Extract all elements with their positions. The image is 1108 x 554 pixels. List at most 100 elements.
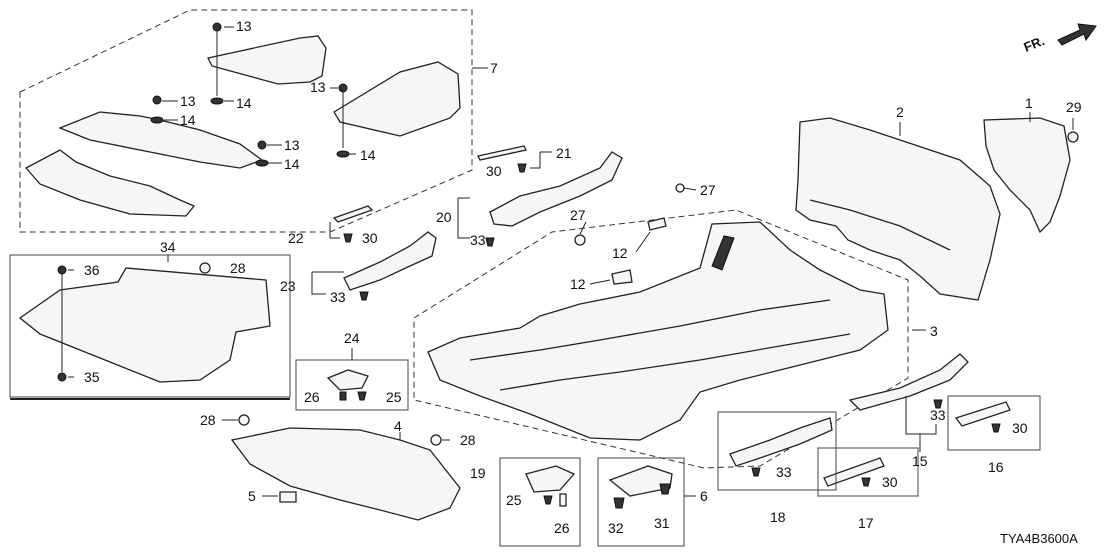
clip-33-icon bbox=[751, 467, 761, 477]
callout-13: 13 bbox=[284, 137, 300, 153]
clip-31-icon bbox=[659, 483, 671, 495]
clip-12-icon bbox=[647, 217, 667, 231]
callout-16: 16 bbox=[988, 459, 1004, 475]
front-label: FR. bbox=[1022, 33, 1047, 55]
callout-17: 17 bbox=[858, 515, 874, 531]
bracket-19 bbox=[525, 465, 576, 493]
callout-6: 6 bbox=[700, 488, 708, 504]
trim-22 bbox=[329, 205, 374, 243]
patch-5 bbox=[279, 491, 297, 503]
callout-28: 28 bbox=[460, 432, 476, 448]
clip-14-icon bbox=[210, 97, 224, 105]
rear-cover-group-frame bbox=[9, 254, 291, 398]
carpet-contour-line bbox=[499, 333, 851, 391]
bracket-group-24 bbox=[295, 348, 409, 411]
callout-26: 26 bbox=[554, 520, 570, 536]
under-cover-4 bbox=[222, 414, 461, 521]
clip-12-icon bbox=[611, 269, 633, 285]
clip-14-icon bbox=[336, 150, 350, 158]
callout-35: 35 bbox=[84, 369, 100, 385]
callout-32: 32 bbox=[608, 520, 624, 536]
second-row-mat bbox=[58, 111, 264, 169]
callout-12: 12 bbox=[612, 245, 628, 261]
clip-33-icon bbox=[485, 237, 495, 247]
front-right-mat bbox=[333, 61, 461, 137]
sill-trim-group-16 bbox=[947, 395, 1041, 451]
rear-cover-group bbox=[9, 254, 291, 400]
bracket-group-6 bbox=[597, 457, 696, 547]
side-rail-23 bbox=[311, 231, 437, 301]
callout-25: 25 bbox=[506, 492, 522, 508]
clip-30-icon bbox=[517, 163, 527, 173]
callout-5: 5 bbox=[248, 488, 256, 504]
front-direction-indicator: FR. bbox=[1022, 23, 1097, 55]
side-rail-20 bbox=[457, 151, 623, 247]
callout-14: 14 bbox=[284, 156, 300, 172]
clip-26-icon bbox=[559, 493, 567, 507]
callout-21: 21 bbox=[556, 145, 572, 161]
sill-trim-17 bbox=[823, 457, 885, 487]
bracket-group-19-frame bbox=[499, 457, 581, 547]
callout-14: 14 bbox=[360, 147, 376, 163]
rear-floor-cover bbox=[18, 267, 271, 383]
clip-27-icon bbox=[574, 234, 586, 246]
under-cover bbox=[230, 427, 461, 521]
callout-30: 30 bbox=[486, 163, 502, 179]
callout-18: 18 bbox=[770, 509, 786, 525]
callout-33: 33 bbox=[470, 232, 486, 248]
sill-trim-group-17 bbox=[817, 447, 919, 497]
callout-27: 27 bbox=[700, 182, 716, 198]
callout-28: 28 bbox=[200, 412, 216, 428]
callout-7: 7 bbox=[490, 60, 498, 76]
callout-26: 26 bbox=[304, 389, 320, 405]
callout-3: 3 bbox=[930, 323, 938, 339]
dash-insulator-2 bbox=[795, 117, 1001, 301]
callout-27: 27 bbox=[570, 207, 586, 223]
bracket-group-24-frame bbox=[295, 359, 409, 411]
callout-33: 33 bbox=[930, 407, 946, 423]
callout-19: 19 bbox=[470, 465, 486, 481]
clip-33-icon bbox=[359, 291, 369, 301]
callout-34: 34 bbox=[160, 239, 176, 255]
callout-13: 13 bbox=[180, 93, 196, 109]
callout-24: 24 bbox=[344, 330, 360, 346]
insulator-1 bbox=[983, 112, 1079, 234]
sill-trim-group-17-frame bbox=[817, 447, 919, 497]
front-arrow-icon bbox=[1057, 23, 1097, 46]
clip-13-icon bbox=[152, 95, 162, 105]
floor-mat-group bbox=[19, 9, 488, 233]
clip-13-icon bbox=[257, 140, 267, 150]
clip-25-icon bbox=[543, 495, 553, 505]
callout-14: 14 bbox=[236, 95, 252, 111]
bracket-6 bbox=[608, 465, 673, 497]
callout-15: 15 bbox=[912, 453, 928, 469]
callout-14: 14 bbox=[180, 112, 196, 128]
insulator-panel bbox=[983, 117, 1071, 234]
trim-strip-21 bbox=[477, 145, 527, 161]
callout-33: 33 bbox=[330, 289, 346, 305]
clip-32-icon bbox=[613, 497, 625, 509]
dash-contour-line bbox=[809, 199, 951, 251]
floor-mat-group-frame bbox=[19, 9, 473, 233]
sill-trim-group-16-frame bbox=[947, 395, 1041, 451]
dash-insulator bbox=[795, 117, 1001, 301]
clip-29-icon bbox=[1067, 131, 1079, 143]
floor-carpet-group-frame bbox=[413, 209, 909, 469]
side-rail-group-18-frame bbox=[717, 411, 837, 491]
clip-28-icon bbox=[238, 414, 250, 426]
side-rail-group-18 bbox=[717, 411, 837, 491]
clip-28-icon bbox=[430, 434, 442, 446]
side-rail-15 bbox=[848, 353, 969, 452]
front-left-mat bbox=[207, 35, 327, 85]
callout-30: 30 bbox=[362, 230, 378, 246]
floor-carpet-group bbox=[413, 183, 926, 469]
callout-13: 13 bbox=[236, 18, 252, 34]
third-row-mat bbox=[24, 149, 196, 217]
bracket-group-19 bbox=[499, 457, 581, 547]
callout-13: 13 bbox=[310, 79, 326, 95]
clip-14-icon bbox=[255, 159, 269, 167]
carpet-contour-line bbox=[469, 299, 831, 361]
floor-carpet bbox=[427, 221, 889, 441]
trim-strip-22 bbox=[332, 205, 374, 223]
